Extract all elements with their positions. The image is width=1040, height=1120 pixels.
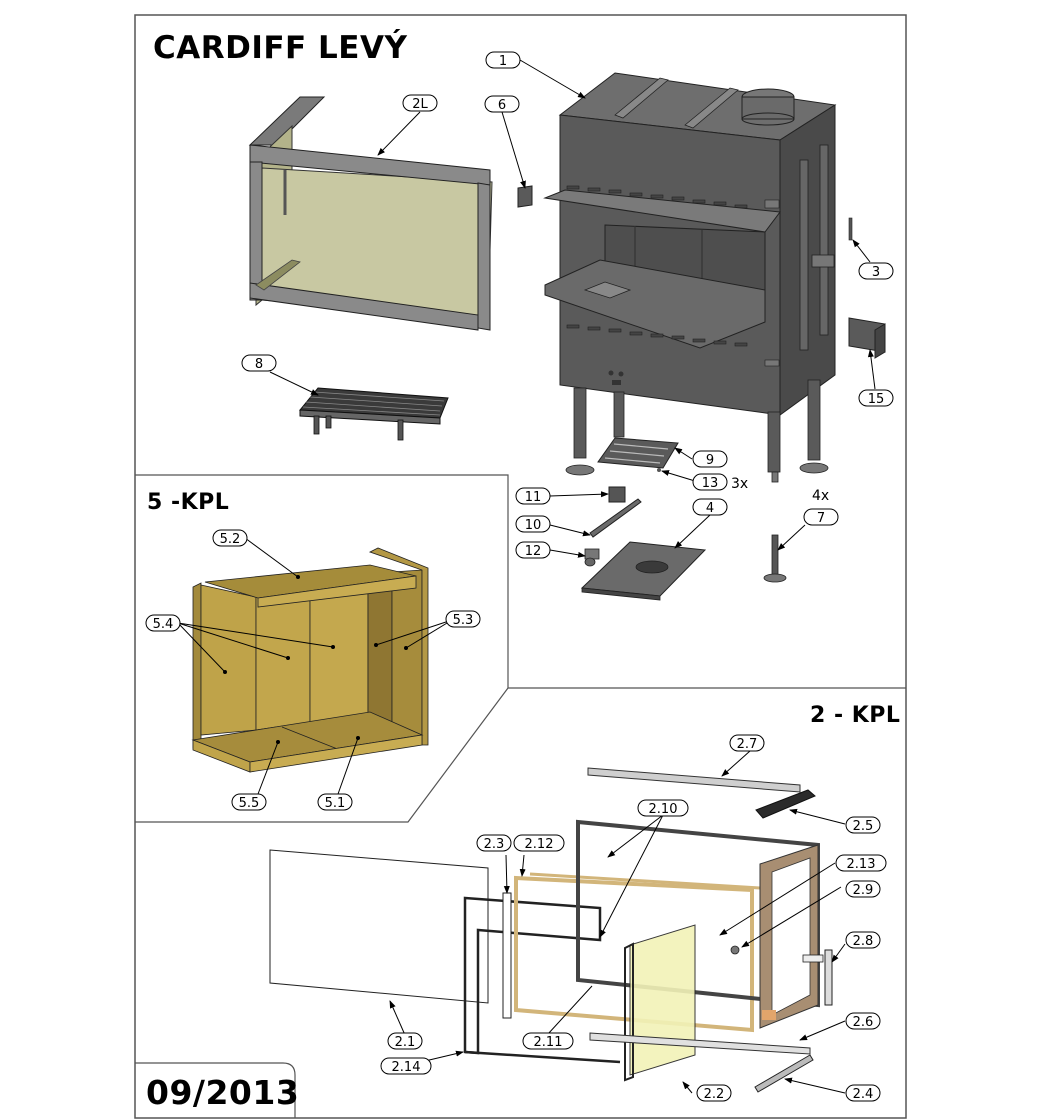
kpl5-firebrick-set	[191, 547, 429, 773]
callout-2-3: 2.3	[476, 834, 512, 852]
kpl2-door-assembly	[269, 767, 833, 1093]
callout-2-1: 2.1	[387, 1032, 423, 1050]
drawing-border	[134, 14, 907, 1119]
svg-text:2.7: 2.7	[737, 737, 758, 752]
callout-13: 13	[692, 473, 728, 491]
svg-text:13: 13	[702, 476, 719, 491]
svg-text:2.9: 2.9	[853, 883, 874, 898]
callout-2-13: 2.13	[835, 854, 887, 872]
callout-5-1: 5.1	[317, 793, 353, 811]
callout-5-5: 5.5	[231, 793, 267, 811]
callout-7: 7	[803, 508, 839, 526]
callout-2L: 2L	[402, 94, 438, 112]
section-title-kpl5: 5 -KPL	[147, 490, 230, 515]
callout-2-12: 2.12	[513, 834, 565, 852]
part-10-strip	[589, 498, 642, 538]
callout-4: 4	[692, 498, 728, 516]
svg-text:11: 11	[525, 490, 542, 505]
svg-text:5.4: 5.4	[153, 617, 174, 632]
svg-text:2.12: 2.12	[525, 837, 554, 852]
part-6-bracket	[517, 185, 533, 208]
svg-text:2.2: 2.2	[704, 1087, 725, 1102]
callout-1: 1	[485, 51, 521, 69]
callout-2-11: 2.11	[522, 1032, 574, 1050]
part-11-plate	[608, 486, 626, 503]
part-4-base-plate	[580, 541, 707, 601]
quantity-7: 4x	[812, 488, 829, 504]
callout-15: 15	[858, 389, 894, 407]
callout-10: 10	[515, 515, 551, 533]
callout-2-10: 2.10	[637, 799, 689, 817]
svg-text:5.5: 5.5	[239, 796, 260, 811]
quantity-13: 3x	[731, 476, 748, 492]
part-8-grate	[298, 387, 449, 441]
svg-text:2.1: 2.1	[395, 1035, 416, 1050]
callout-12: 12	[515, 541, 551, 559]
part-7-leg	[763, 534, 787, 583]
svg-text:2.6: 2.6	[853, 1015, 874, 1030]
callout-2-8: 2.8	[845, 931, 881, 949]
svg-text:2.8: 2.8	[853, 934, 874, 949]
callout-9: 9	[692, 450, 728, 468]
callout-2-7: 2.7	[729, 734, 765, 752]
callout-6: 6	[484, 95, 520, 113]
svg-text:1: 1	[499, 54, 507, 69]
leader-lines-plain	[177, 537, 593, 1035]
callout-2-5: 2.5	[845, 816, 881, 834]
document-date: 09/2013	[146, 1073, 300, 1112]
svg-text:2.13: 2.13	[847, 857, 876, 872]
part-2L-door-frame	[248, 96, 493, 331]
part-15-bracket	[848, 317, 886, 359]
callout-2-14: 2.14	[380, 1057, 432, 1075]
callout-2-4: 2.4	[845, 1084, 881, 1102]
svg-text:3: 3	[872, 265, 880, 280]
section-divider-kpl5	[135, 687, 509, 823]
part-9-ash-grate	[597, 437, 679, 469]
svg-text:2.10: 2.10	[649, 802, 678, 817]
section-title-kpl2: 2 - KPL	[810, 703, 901, 728]
svg-text:8: 8	[255, 357, 263, 372]
svg-text:5.2: 5.2	[220, 532, 241, 547]
svg-text:10: 10	[525, 518, 542, 533]
svg-text:9: 9	[706, 453, 714, 468]
callout-5-2: 5.2	[212, 529, 248, 547]
svg-text:4: 4	[706, 501, 714, 516]
callout-2-6: 2.6	[845, 1012, 881, 1030]
svg-text:5.1: 5.1	[325, 796, 346, 811]
document-title: CARDIFF LEVÝ	[153, 30, 408, 66]
part-1-firebox	[543, 72, 837, 483]
callout-5-4: 5.4	[145, 614, 181, 632]
svg-text:7: 7	[817, 511, 825, 526]
svg-text:2.4: 2.4	[853, 1087, 874, 1102]
part-13-screw	[657, 468, 661, 472]
callout-3: 3	[858, 262, 894, 280]
leader-lines	[269, 59, 876, 1094]
callout-11: 11	[515, 487, 551, 505]
section-divider-top	[135, 474, 906, 689]
svg-text:6: 6	[498, 98, 506, 113]
callout-5-3: 5.3	[445, 610, 481, 628]
callout-2-9: 2.9	[845, 880, 881, 898]
callout-8: 8	[241, 354, 277, 372]
date-box	[135, 1062, 296, 1118]
svg-text:15: 15	[868, 392, 885, 407]
svg-text:2.14: 2.14	[392, 1060, 421, 1075]
svg-text:5.3: 5.3	[453, 613, 474, 628]
part-12-clip	[584, 548, 600, 567]
svg-text:2.11: 2.11	[534, 1035, 563, 1050]
svg-text:2.5: 2.5	[853, 819, 874, 834]
svg-text:2.3: 2.3	[484, 837, 505, 852]
svg-text:12: 12	[525, 544, 542, 559]
svg-text:2L: 2L	[412, 97, 428, 112]
callout-2-2: 2.2	[696, 1084, 732, 1102]
part-3-pin	[848, 217, 853, 241]
